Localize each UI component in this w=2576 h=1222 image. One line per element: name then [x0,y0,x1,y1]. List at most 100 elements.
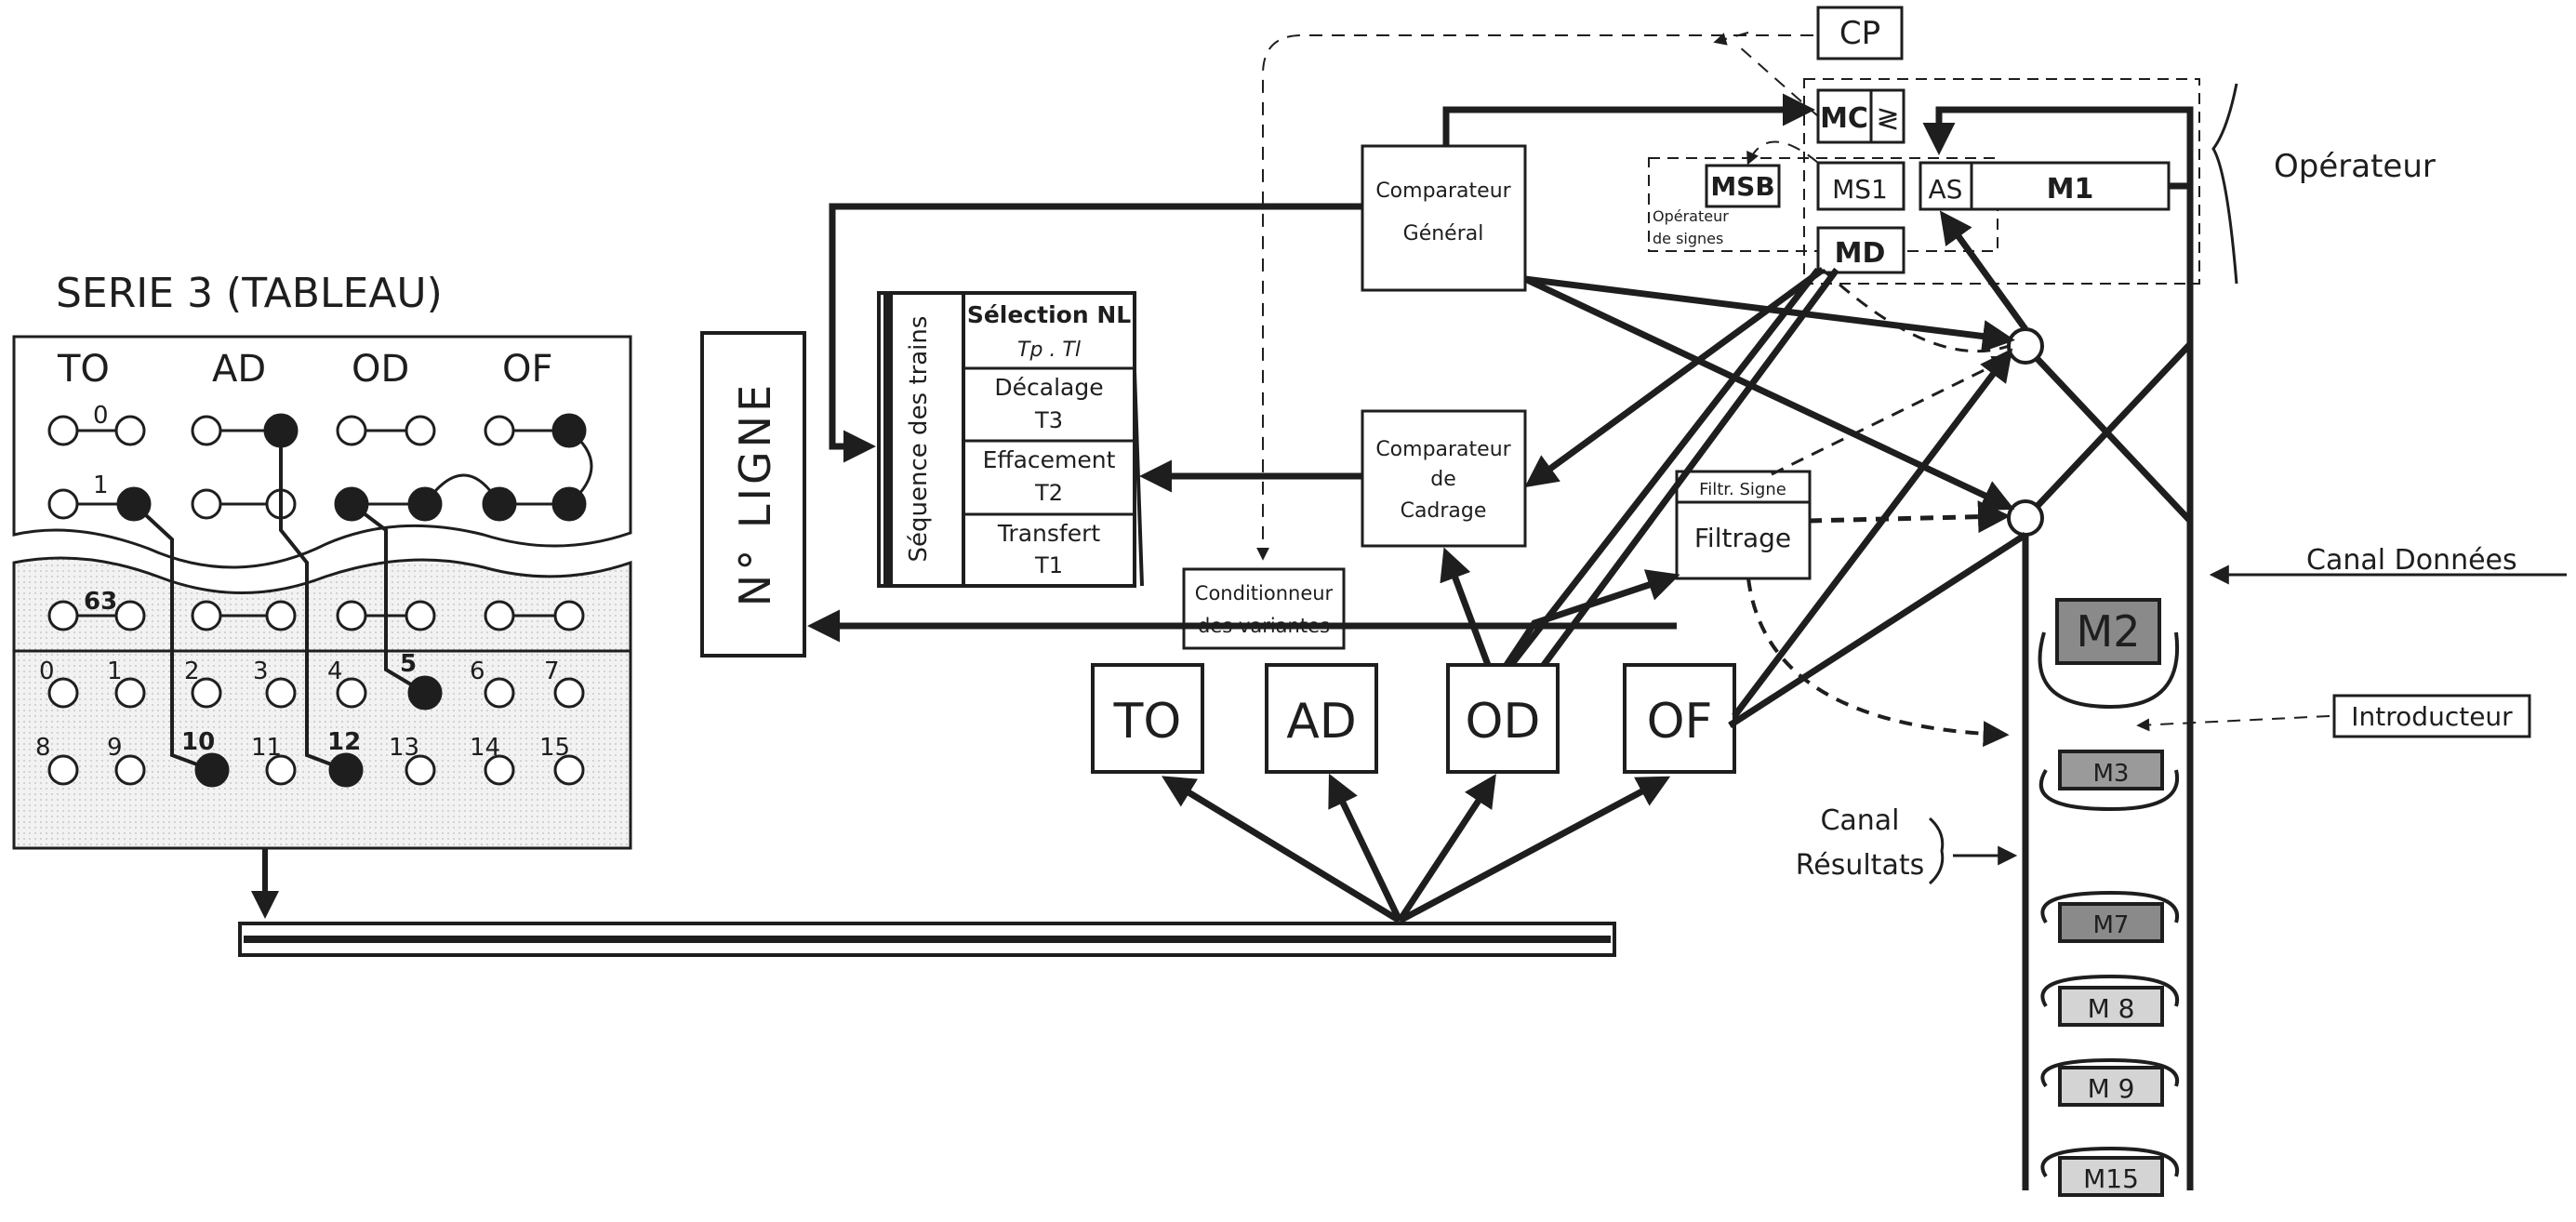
m1-label: M1 [2047,173,2094,206]
introducteur-label: Introducteur [2351,701,2513,732]
hole-number: 14 [470,734,500,762]
tableau-title: SERIE 3 (TABLEAU) [56,270,443,317]
memory-label: M2 [2077,606,2141,657]
comparateur-general-line2: Général [1403,222,1484,246]
col-header-of: OF [502,348,553,391]
col-header-od: OD [352,348,409,391]
operateur-signes-line2: de signes [1653,230,1723,247]
hole-number: 1 [107,657,123,685]
conditionneur-line1: Conditionneur [1195,582,1334,604]
filtrage-label: Filtrage [1694,523,1791,553]
memory-label: M15 [2083,1163,2139,1194]
hole-number: 5 [400,650,417,678]
register-od-label: OD [1466,694,1541,750]
seq-row-sub: T1 [1034,552,1063,578]
canal-donnees-label: Canal Données [2306,544,2517,577]
col-header-ad: AD [212,348,266,391]
seq-row-sub: Tp . Tl [1017,339,1081,362]
memory-m8 [2058,986,2164,1027]
sequence-box: Séquence des trains Sélection NL Tp . Tl… [877,291,1144,588]
msb-label: MSB [1710,171,1774,202]
cadrage-line1: Comparateur [1375,438,1511,461]
hole-number: 4 [327,657,343,685]
seq-row-sub: T3 [1034,407,1063,433]
memory-m2 [2055,598,2161,665]
operateur-cluster: CP MC ≷ MSB Opérateur de signes MS1 MD A… [1648,6,2436,285]
memory-label: M7 [2093,911,2130,939]
canal-resultats: Canal Résultats [1796,804,2018,885]
bus-fanout-arrows [1162,773,1671,924]
comparateur-cadrage-box: Comparateur de Cadrage [1361,409,1527,548]
seq-row-main: Sélection NL [967,301,1131,328]
control-paths [1256,32,2330,748]
canal-donnees: Canal Données [2209,544,2567,585]
operateur-label: Opérateur [2274,148,2436,185]
register-boxes [1091,663,1736,774]
address-holes [47,675,585,788]
memory-stack [2055,598,2164,1197]
ligne-box: N° LIGNE [700,331,806,657]
comparateur-general-line1: Comparateur [1375,179,1511,203]
data-paths [807,93,2194,1190]
register-to-label: TO [1113,694,1182,750]
seq-row-main: Décalage [994,374,1103,401]
canal-resultats-line1: Canal [1820,804,1899,837]
hole-number: 3 [253,657,269,685]
memory-m7 [2058,902,2164,943]
register-labels: TO AD OD OF [1113,694,1713,750]
memory-m15 [2058,1156,2164,1197]
filtrage-box: Filtr. Signe Filtrage [1675,470,1812,580]
hole-number: 6 [470,657,485,685]
hole-number: 13 [389,734,419,762]
tableau-column-headers: TO AD OD OF [57,348,553,391]
cp-label: CP [1839,15,1880,52]
conditionneur-box: Conditionneur des variantes [1182,567,1346,650]
memory-label: M 8 [2088,993,2135,1024]
memory-m3 [2058,750,2164,790]
sequence-title: Séquence des trains [905,316,933,563]
hole-number: 9 [107,734,123,762]
row-label-0: 0 [93,402,109,430]
hole-number: 12 [327,728,361,756]
memory-label: M 9 [2088,1073,2135,1104]
ms1-label: MS1 [1832,174,1888,205]
row-label-63: 63 [84,588,117,616]
register-of-label: OF [1647,694,1713,750]
md-label: MD [1835,237,1886,270]
tableau-panel [12,335,632,850]
memory-m9 [2058,1066,2164,1107]
canal-resultats-line2: Résultats [1796,849,1924,882]
hole-number: 7 [544,657,560,685]
memory-loops [2038,631,2180,1178]
tableau-wires [132,431,427,772]
row-label-1: 1 [93,472,109,499]
hole-number: 10 [181,728,215,756]
ligne-label: N° LIGNE [730,381,780,606]
seq-row-main: Transfert [997,520,1101,547]
seq-row-sub: T2 [1034,480,1063,506]
hole-number: 0 [39,657,55,685]
filtr-signe-label: Filtr. Signe [1699,480,1786,499]
cadrage-line2: de [1430,468,1456,491]
mc-comparator-icon: ≷ [1876,102,1899,135]
operateur-signes-line1: Opérateur [1653,207,1729,225]
cadrage-line3: Cadrage [1401,499,1487,523]
as-label: AS [1929,174,1963,205]
register-ad-label: AD [1286,694,1357,750]
introducteur-box: Introducteur [2332,694,2531,738]
plugboard-rows [47,413,587,631]
memory-label: M3 [2093,760,2130,788]
hole-number: 15 [539,734,570,762]
comparateur-general-box: Comparateur Général [1361,144,1527,292]
plug-jumpers [423,429,593,506]
address-numbers: 0 1 2 3 4 5 6 7 8 9 10 11 12 13 14 15 [35,650,570,762]
main-bus [238,848,1616,957]
hole-number: 2 [184,657,200,685]
col-header-to: TO [57,348,110,391]
mc-label: MC [1820,102,1868,135]
hole-number: 11 [251,734,282,762]
memory-labels: M2 M3 M7 M 8 M 9 M15 [2077,606,2141,1194]
hole-number: 8 [35,734,51,762]
